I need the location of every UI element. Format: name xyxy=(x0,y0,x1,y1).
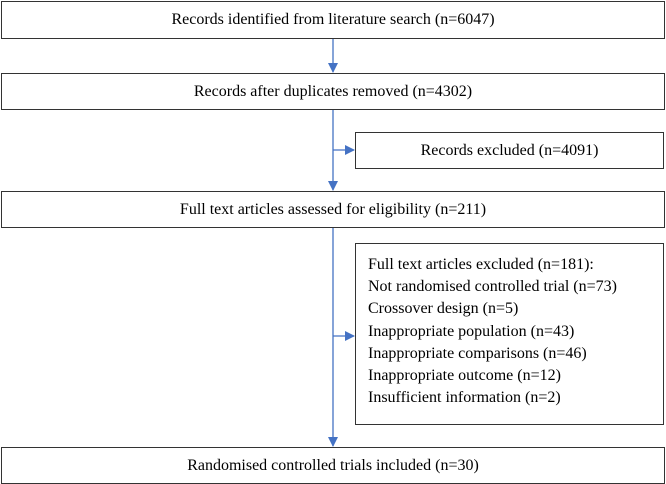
full-text-excluded-box: Full text articles excluded (n=181): Not… xyxy=(355,243,664,425)
records-identified-box: Records identified from literature searc… xyxy=(1,1,665,39)
exclusion-reason: Inappropriate population (n=43) xyxy=(368,322,575,340)
full-text-assessed-label: Full text articles assessed for eligibil… xyxy=(179,200,487,218)
exclusion-reason: Insufficient information (n=2) xyxy=(368,389,561,407)
full-text-assessed-box: Full text articles assessed for eligibil… xyxy=(1,191,665,228)
included-trials-label: Randomised controlled trials included (n… xyxy=(187,456,479,474)
exclusion-reason: Not randomised controlled trial (n=73) xyxy=(368,278,617,296)
records-excluded-label: Records excluded (n=4091) xyxy=(420,141,599,159)
exclusion-reason: Inappropriate outcome (n=12) xyxy=(368,366,561,384)
exclusion-reason: Crossover design (n=5) xyxy=(368,300,519,318)
full-text-excluded-title: Full text articles excluded (n=181): xyxy=(368,256,594,273)
records-after-duplicates-box: Records after duplicates removed (n=4302… xyxy=(1,73,665,110)
records-identified-label: Records identified from literature searc… xyxy=(171,11,495,28)
records-after-duplicates-label: Records after duplicates removed (n=4302… xyxy=(193,82,473,100)
exclusion-reason: Inappropriate comparisons (n=46) xyxy=(368,344,587,362)
included-trials-box: Randomised controlled trials included (n… xyxy=(1,447,665,484)
records-excluded-box: Records excluded (n=4091) xyxy=(355,132,664,169)
